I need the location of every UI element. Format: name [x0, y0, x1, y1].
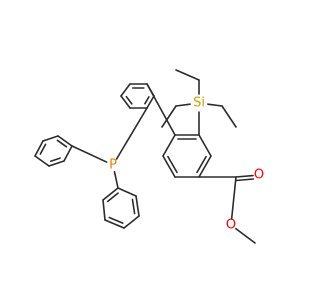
molecule-structure: P Si O O: [34, 69, 264, 244]
bond-layer: [34, 69, 256, 244]
bond-P-d1: [113, 171, 119, 189]
bond-a4-a5-inner: [125, 95, 133, 105]
bond-a4-a5: [120, 95, 131, 109]
bond-c3-c4-inner: [39, 143, 47, 155]
bond-c4-c5: [34, 155, 50, 167]
bond-e2a-e2b: [161, 105, 177, 128]
bond-d3-d4: [104, 219, 125, 229]
atom-label-carbonyl-oxygen: O: [254, 168, 264, 183]
bond-c6-c1: [63, 145, 73, 162]
bond-d5-d6: [135, 195, 140, 217]
bond-b6-b1: [162, 134, 176, 157]
bond-d1-d2: [102, 187, 119, 201]
bond-cc-oe: [230, 176, 237, 220]
bond-Si-e2a: [175, 103, 191, 107]
bond-b2-b3: [198, 134, 212, 157]
atom-label-layer: P Si O O: [109, 96, 264, 233]
bond-a2-a3: [146, 95, 155, 109]
bond-d4-d5: [123, 215, 140, 229]
bond-Si-e3a: [207, 103, 223, 107]
bond-d3-d4-inner: [108, 216, 124, 224]
atom-label-ester-oxygen: O: [226, 218, 236, 233]
atom-label-silicon: Si: [193, 96, 205, 111]
bond-cc-oc-second: [235, 178, 255, 182]
bond-b5-b6: [162, 155, 176, 178]
bond-e1a-e1b: [175, 69, 200, 81]
structure-canvas: P Si O O: [34, 69, 265, 244]
bond-oe-me: [235, 227, 256, 244]
bond-d1-d2-inner: [106, 192, 119, 203]
bond-a1-b1: [146, 83, 176, 136]
bond-c1-c2-inner: [56, 139, 68, 148]
bond-c2-c3: [42, 135, 59, 142]
bond-c5-c6: [48, 160, 65, 167]
bond-b3-b4: [198, 155, 212, 178]
bond-c5-c6-inner: [49, 157, 61, 162]
bond-a2-a3-inner: [144, 96, 150, 105]
bond-a5-a6: [120, 83, 131, 97]
bond-c3-c4: [34, 140, 44, 157]
bond-b3-b4-inner: [196, 155, 207, 174]
bond-b5-b6-inner: [167, 155, 178, 174]
bond-a3-P: [115, 107, 148, 160]
bond-d6-d1: [117, 187, 137, 197]
bond-d2-d3: [102, 199, 106, 221]
bond-c1-c2: [57, 135, 73, 147]
atom-label-phosphorus: P: [109, 158, 117, 173]
bond-P-c1: [71, 145, 108, 163]
bond-d5-d6-inner: [131, 198, 136, 215]
bond-e3a-e3b: [221, 105, 237, 128]
bond-cc-oc: [235, 174, 254, 178]
